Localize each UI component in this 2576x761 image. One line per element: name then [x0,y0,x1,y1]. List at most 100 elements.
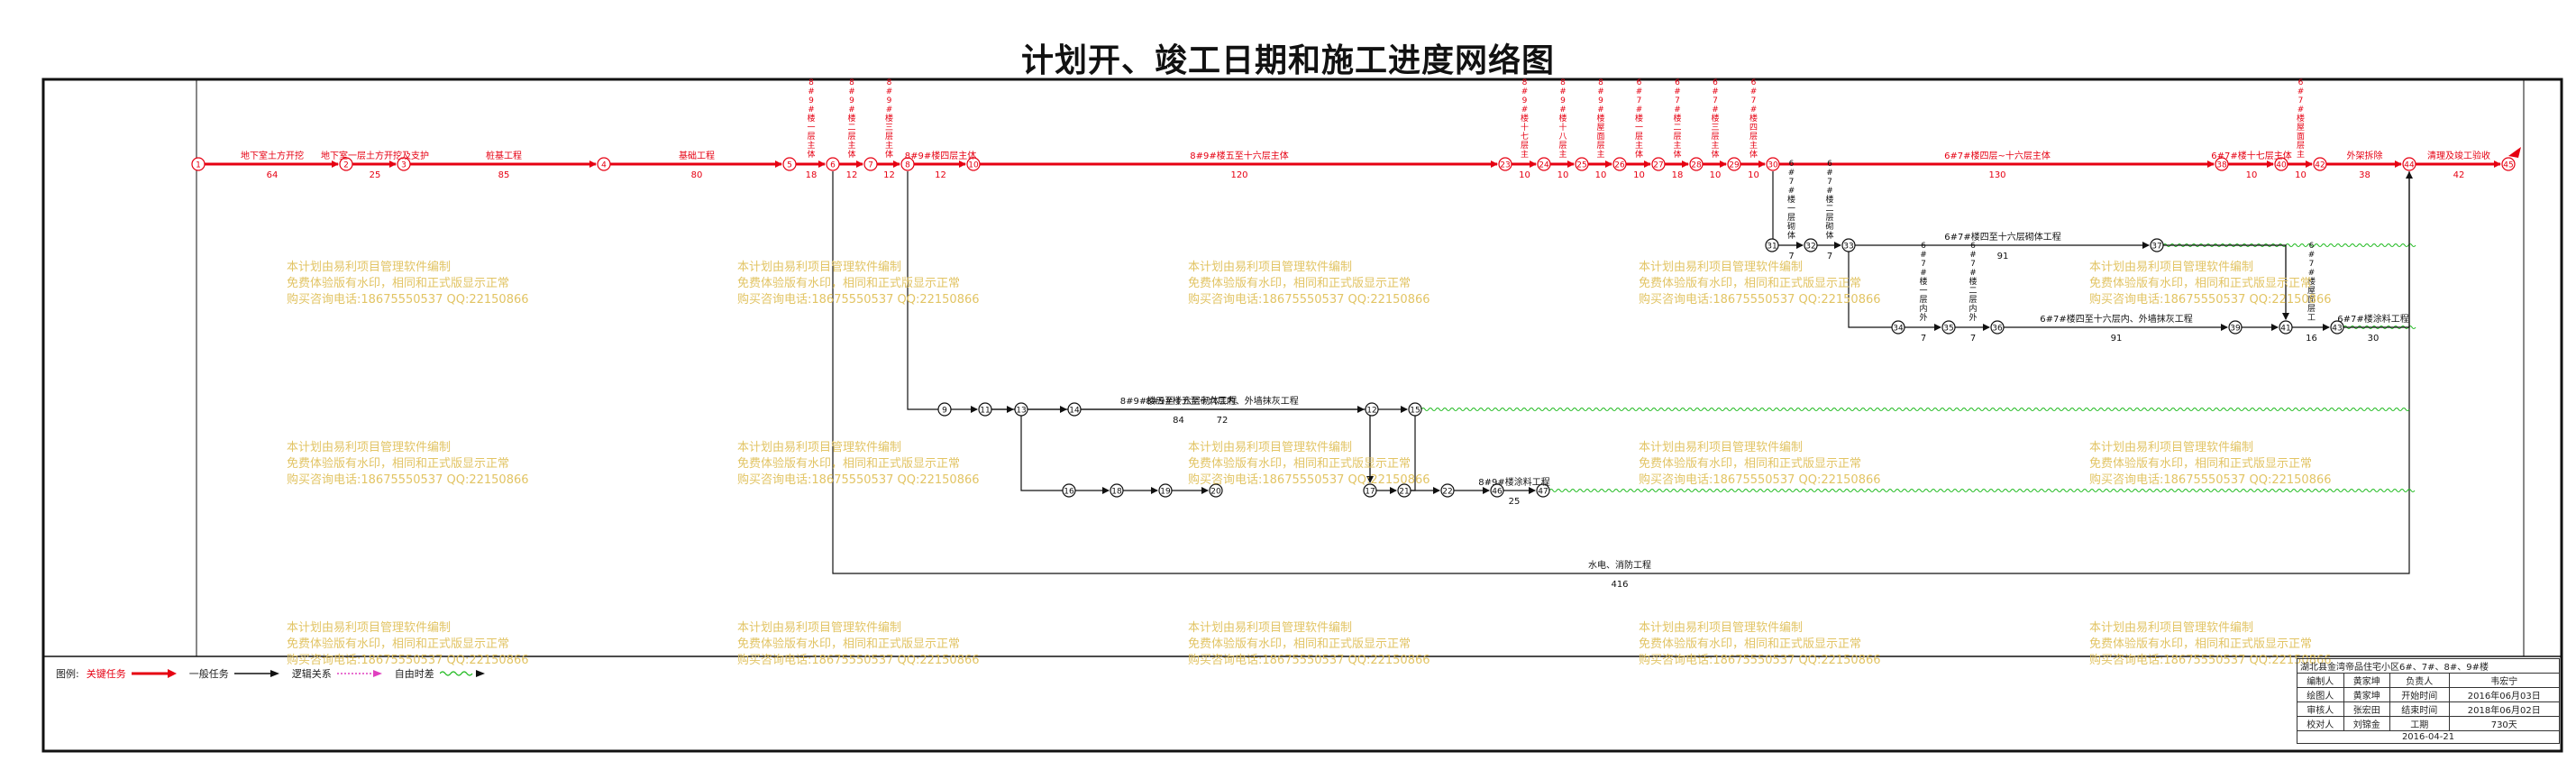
watermark-line: 本计划由易利项目管理软件编制 [1639,261,1804,274]
event-node [2215,157,2229,171]
watermark-line: 购买咨询电话:18675550537 QQ:22150866 [2089,473,2332,487]
node-number: 1 [196,161,201,170]
node-number: 35 [1943,325,1953,334]
event-node [826,157,840,171]
node-number: 34 [1893,325,1904,334]
node-number: 7 [868,161,873,170]
activity-duration: 72 [1217,416,1229,426]
event-node [1440,483,1455,498]
node-number: 30 [1768,161,1778,170]
node-number: 25 [1576,161,1586,170]
node-number: 45 [2503,161,2513,170]
watermark-line: 本计划由易利项目管理软件编制 [287,261,452,274]
watermark-line: 本计划由易利项目管理软件编制 [287,441,452,454]
event-node [2330,320,2344,335]
activity-duration: 80 [691,170,703,180]
node-number: 31 [1767,243,1777,252]
watermark-line: 购买咨询电话:18675550537 QQ:22150866 [737,293,980,307]
node-number: 47 [1538,488,1548,497]
legend-label: 关键任务 [86,668,126,680]
activity-label: 8#9#楼四层主体 [905,150,976,161]
legend-item-critical: 关键任务 [87,666,177,681]
node-number: 15 [1410,407,1420,416]
event-node [1110,483,1124,498]
info-cell: 工期 [2389,716,2450,731]
activity-label: 8#9#楼屋面层主 [1596,78,1604,160]
watermark-line: 购买咨询电话:18675550537 QQ:22150866 [287,473,529,487]
event-node [1062,483,1076,498]
node-number: 8 [905,161,910,170]
info-cell: 负责人 [2389,673,2450,688]
node-number: 4 [601,161,607,170]
node-number: 36 [1992,325,2003,334]
activity-duration: 10 [1595,170,1607,180]
activity-label: 地下室土方开挖 [241,150,304,161]
watermark-block: 本计划由易利项目管理软件编制免费体验版有水印，相同和正式版显示正常购买咨询电话:… [737,440,980,489]
node-number: 46 [1492,488,1503,497]
event-node [1536,483,1550,498]
event-node [1891,320,1905,335]
activity-duration: 7 [1788,252,1794,261]
node-number: 28 [1691,161,1702,170]
event-node [2279,320,2293,335]
event-node [597,157,611,171]
activity-duration: 64 [267,170,279,180]
node-number: 18 [1111,488,1122,497]
event-node [1014,402,1028,417]
activity-duration: 18 [1672,170,1684,180]
legend-critical-line-icon [131,669,177,678]
free-float-wave [1548,488,2416,493]
watermark-line: 购买咨询电话:18675550537 QQ:22150866 [287,654,529,667]
activity-label: 6#7#楼二层砌体 [1825,160,1833,241]
watermark-block: 本计划由易利项目管理软件编制免费体验版有水印，相同和正式版显示正常购买咨询电话:… [1188,440,1430,489]
activity-duration: 16 [2306,334,2317,344]
event-node [1408,402,1422,417]
node-number: 42 [2315,161,2325,170]
watermark-line: 免费体验版有水印，相同和正式版显示正常 [2089,277,2313,290]
watermark-block: 本计划由易利项目管理软件编制免费体验版有水印，相同和正式版显示正常购买咨询电话:… [2089,440,2332,489]
node-number: 10 [968,161,979,170]
event-node [966,157,981,171]
watermark-line: 免费体验版有水印，相同和正式版显示正常 [287,277,510,290]
event-node [1067,402,1082,417]
node-number: 11 [980,407,990,416]
watermark-line: 免费体验版有水印，相同和正式版显示正常 [1188,457,1411,471]
watermark-line: 免费体验版有水印，相同和正式版显示正常 [1639,457,1862,471]
frame-border [41,78,2563,753]
watermark-line: 购买咨询电话:18675550537 QQ:22150866 [1188,473,1430,487]
legend-label: 逻辑关系 [291,668,332,680]
activity-label: 6#7#楼三层主体 [1711,78,1719,160]
node-number: 5 [787,161,792,170]
plan-date: 2016-04-21 [2297,730,2560,744]
info-cell: 校对人 [2297,716,2344,731]
activity-arrow [2163,244,2289,320]
event-node [2313,157,2327,171]
watermark-line: 免费体验版有水印，相同和正式版显示正常 [2089,457,2313,471]
info-cell: 黄家坤 [2343,687,2391,702]
activity-duration: 7 [1921,334,1926,344]
event-node [1575,157,1589,171]
project-info-table: 湖北县金湾帝品住宅小区6#、7#、8#、9#楼 编制人 黄家坤 负责人 韦宏宁 … [2297,658,2561,744]
activity-duration: 91 [2111,334,2123,344]
activity-duration: 10 [1557,170,1569,180]
watermark-line: 本计划由易利项目管理软件编制 [1188,621,1353,635]
activity-label: 外架拆除 [2347,150,2383,161]
end-milestone-flag [2508,147,2521,158]
activity-label: 水电、消防工程 [1588,559,1651,571]
activity-labels: 地下室土方开挖64地下室一层土方开挖及支护25桩基工程85基础工程808#9#楼… [241,78,2490,590]
info-cell: 编制人 [2297,673,2344,688]
activity-duration: 130 [1988,170,2005,180]
event-node [863,157,878,171]
node-number: 13 [1016,407,1026,416]
node-number: 32 [1805,243,1815,252]
watermark-line: 本计划由易利项目管理软件编制 [2089,621,2254,635]
activity-duration: 38 [2359,170,2370,180]
activity-label: 8#9#楼十八层主 [1558,78,1567,160]
node-number: 16 [1064,488,1074,497]
activity-label: 6#7#楼屋面层主 [2297,78,2305,160]
watermark-block: 本计划由易利项目管理软件编制免费体验版有水印，相同和正式版显示正常购买咨询电话:… [287,260,529,308]
activity-label: 6#7#楼四至十六层内、外墙抹灰工程 [2040,313,2192,325]
event-node [1804,238,1818,252]
event-node [1841,238,1856,252]
